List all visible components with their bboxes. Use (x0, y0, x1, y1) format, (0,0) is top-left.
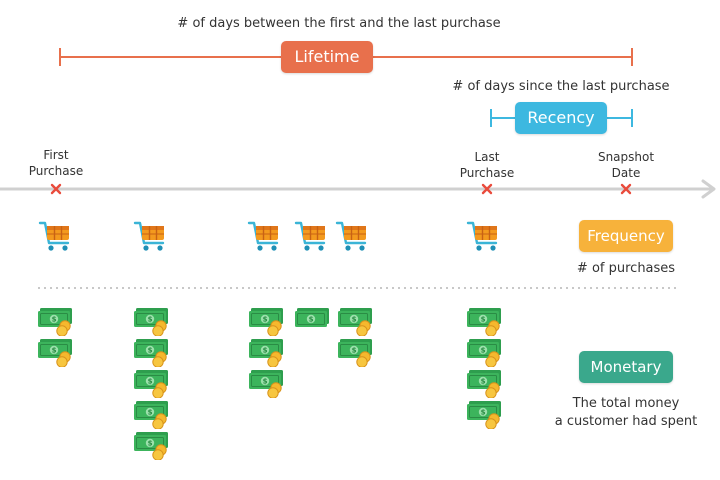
svg-text:$: $ (263, 316, 268, 324)
frequency-badge: Frequency (579, 220, 673, 252)
first-purchase-label-line1: First (43, 148, 69, 162)
money-stack-icon: $ (133, 399, 173, 430)
snapshot-date-label-line2: Date (611, 166, 641, 180)
lifetime-badge: Lifetime (281, 41, 373, 73)
frequency-caption: # of purchases (576, 261, 676, 276)
money-stack-icon: $ (466, 306, 506, 337)
money-stack-icon: $ (133, 306, 173, 337)
snapshot-date-label: Snapshot Date (598, 149, 654, 181)
svg-text:$: $ (352, 316, 357, 324)
svg-text:$: $ (481, 378, 486, 386)
svg-text:$: $ (263, 378, 268, 386)
last-purchase-marker (481, 183, 493, 195)
svg-text:$: $ (352, 347, 357, 355)
first-purchase-marker (50, 183, 62, 195)
shopping-cart-icon (294, 217, 330, 253)
money-stack-icon: $ (337, 306, 377, 337)
money-stack-icon: $ (248, 337, 288, 368)
timeline-arrowhead (701, 179, 716, 199)
money-stack-icon: $ (133, 368, 173, 399)
money-stack-icon: $ (466, 399, 506, 430)
last-purchase-label-line2: Purchase (459, 166, 515, 180)
svg-text:$: $ (481, 316, 486, 324)
svg-text:$: $ (52, 316, 57, 324)
money-stack-icon: $ (294, 306, 334, 336)
money-stack-icon: $ (133, 337, 173, 368)
last-purchase-label: Last Purchase (460, 149, 515, 181)
recency-badge: Recency (515, 102, 607, 134)
money-stack-icon: $ (466, 337, 506, 368)
money-stack-icon: $ (248, 368, 288, 399)
shopping-cart-icon (247, 217, 283, 253)
money-stack-icon: $ (337, 337, 377, 368)
svg-text:$: $ (148, 440, 153, 448)
snapshot-date-label-line1: Snapshot (597, 150, 655, 164)
svg-text:$: $ (481, 409, 486, 417)
svg-text:$: $ (148, 378, 153, 386)
svg-text:$: $ (148, 409, 153, 417)
last-purchase-label-line1: Last (474, 150, 500, 164)
svg-text:$: $ (148, 316, 153, 324)
snapshot-date-marker (620, 183, 632, 195)
svg-text:$: $ (481, 347, 486, 355)
money-stack-icon: $ (466, 368, 506, 399)
monetary-caption-line2: a customer had spent (554, 414, 698, 429)
shopping-cart-icon (466, 217, 502, 253)
svg-text:$: $ (309, 316, 314, 324)
shopping-cart-icon (133, 217, 169, 253)
first-purchase-label: First Purchase (29, 147, 84, 179)
svg-text:$: $ (52, 347, 57, 355)
money-stack-icon: $ (37, 306, 77, 337)
lifetime-caption: # of days between the first and the last… (177, 16, 501, 31)
monetary-badge: Monetary (579, 351, 673, 383)
money-stack-icon: $ (248, 306, 288, 337)
money-stack-icon: $ (133, 430, 173, 461)
svg-text:$: $ (263, 347, 268, 355)
monetary-caption: The total money a customer had spent (555, 395, 697, 431)
recency-caption: # of days since the last purchase (452, 79, 670, 94)
svg-text:$: $ (148, 347, 153, 355)
money-stack-icon: $ (37, 337, 77, 368)
shopping-cart-icon (38, 217, 74, 253)
first-purchase-label-line2: Purchase (28, 164, 84, 178)
shopping-cart-icon (335, 217, 371, 253)
monetary-caption-line1: The total money (572, 396, 680, 411)
